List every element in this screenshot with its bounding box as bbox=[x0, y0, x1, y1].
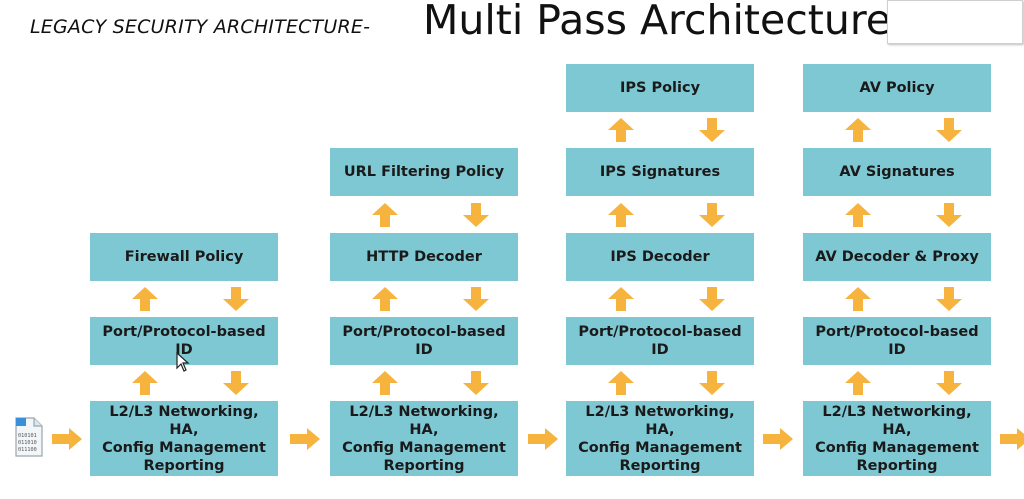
page-title: Multi Pass Architecture bbox=[423, 0, 892, 44]
box-label: Port/Protocol-based ID bbox=[578, 324, 742, 358]
box-label: AV Decoder & Proxy bbox=[815, 249, 979, 265]
av-box-1: AV Policy bbox=[803, 64, 991, 112]
av-down-arrow-2 bbox=[936, 202, 962, 227]
url-up-arrow-1 bbox=[372, 202, 398, 227]
ips-up-arrow-1 bbox=[608, 118, 634, 142]
ips-down-arrow-3 bbox=[699, 287, 725, 311]
url-box-2: HTTP Decoder bbox=[330, 233, 518, 281]
box-label: URL Filtering Policy bbox=[343, 164, 505, 180]
firewall-box-3: L2/L3 Networking, HA, Config Management … bbox=[90, 401, 278, 476]
firewall-box-2: Port/Protocol-based ID bbox=[90, 317, 278, 365]
box-label: Port/Protocol-based ID bbox=[342, 324, 506, 358]
url-up-arrow-3 bbox=[372, 371, 398, 395]
firewall-up-arrow-2 bbox=[132, 371, 158, 395]
ips-box-2: IPS Signatures bbox=[566, 148, 754, 196]
url-box-3: Port/Protocol-based ID bbox=[330, 317, 518, 365]
ips-box-4: Port/Protocol-based ID bbox=[566, 317, 754, 365]
box-label: Firewall Policy bbox=[124, 249, 244, 265]
ips-down-arrow-4 bbox=[699, 371, 725, 395]
box-label: Port/Protocol-based ID bbox=[102, 324, 266, 358]
firewall-down-arrow-1 bbox=[223, 287, 249, 311]
av-box-5: L2/L3 Networking, HA, Config Management … bbox=[803, 401, 991, 476]
url-box-1: URL Filtering Policy bbox=[330, 148, 518, 196]
ips-up-arrow-4 bbox=[608, 371, 634, 395]
ips-down-arrow-2 bbox=[699, 202, 725, 227]
ips-box-5: L2/L3 Networking, HA, Config Management … bbox=[566, 401, 754, 476]
file-icon-digits: 010101 bbox=[18, 433, 37, 439]
firewall-up-arrow-1 bbox=[132, 287, 158, 311]
av-up-arrow-1 bbox=[845, 118, 871, 142]
url-down-arrow-3 bbox=[463, 371, 489, 395]
box-label: HTTP Decoder bbox=[366, 249, 482, 265]
box-label: IPS Signatures bbox=[599, 164, 721, 180]
file-icon-digits: 011100 bbox=[18, 447, 37, 453]
box-label: L2/L3 Networking, HA, Config Management … bbox=[578, 403, 742, 474]
ips-box-3: IPS Decoder bbox=[566, 233, 754, 281]
flow-arrow-out bbox=[1000, 428, 1024, 450]
flow-arrow-2 bbox=[528, 428, 558, 450]
av-up-arrow-2 bbox=[845, 202, 871, 227]
box-label: AV Signatures bbox=[839, 164, 955, 180]
url-up-arrow-2 bbox=[372, 287, 398, 311]
box-label: Port/Protocol-based ID bbox=[815, 324, 979, 358]
box-label: L2/L3 Networking, HA, Config Management … bbox=[102, 403, 266, 474]
av-up-arrow-3 bbox=[845, 287, 871, 311]
url-box-4: L2/L3 Networking, HA, Config Management … bbox=[330, 401, 518, 476]
firewall-box-1: Firewall Policy bbox=[90, 233, 278, 281]
av-down-arrow-1 bbox=[936, 118, 962, 142]
av-box-4: Port/Protocol-based ID bbox=[803, 317, 991, 365]
box-label: AV Policy bbox=[859, 80, 935, 96]
av-box-2: AV Signatures bbox=[803, 148, 991, 196]
ips-up-arrow-2 bbox=[608, 202, 634, 227]
av-down-arrow-3 bbox=[936, 287, 962, 311]
title-prefix: LEGACY SECURITY ARCHITECTURE- bbox=[30, 16, 371, 38]
ips-up-arrow-3 bbox=[608, 287, 634, 311]
box-label: IPS Policy bbox=[619, 80, 701, 96]
av-down-arrow-4 bbox=[936, 371, 962, 395]
box-label: L2/L3 Networking, HA, Config Management … bbox=[815, 403, 979, 474]
flow-arrow-in bbox=[52, 428, 82, 450]
flow-arrow-3 bbox=[763, 428, 793, 450]
ips-box-1: IPS Policy bbox=[566, 64, 754, 112]
ips-down-arrow-1 bbox=[699, 118, 725, 142]
url-down-arrow-1 bbox=[463, 202, 489, 227]
av-box-3: AV Decoder & Proxy bbox=[803, 233, 991, 281]
flow-arrow-1 bbox=[290, 428, 320, 450]
file-icon-digits: 011010 bbox=[18, 440, 37, 446]
binary-file-icon: 010101 011010 011100 bbox=[15, 417, 43, 457]
av-up-arrow-4 bbox=[845, 371, 871, 395]
url-down-arrow-2 bbox=[463, 287, 489, 311]
box-label: L2/L3 Networking, HA, Config Management … bbox=[342, 403, 506, 474]
mouse-cursor-icon bbox=[176, 352, 190, 372]
title-blank-box bbox=[887, 0, 1023, 44]
box-label: IPS Decoder bbox=[610, 249, 710, 265]
firewall-down-arrow-2 bbox=[223, 371, 249, 395]
